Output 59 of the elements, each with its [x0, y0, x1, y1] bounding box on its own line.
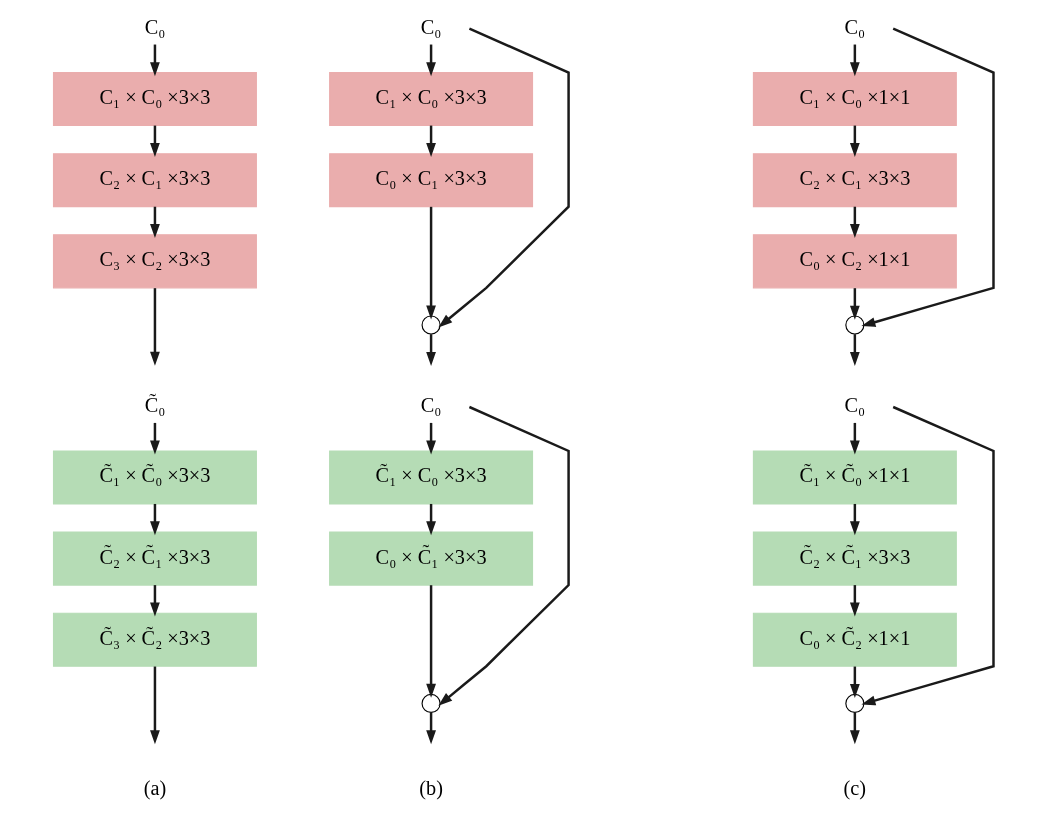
arrow — [849, 422, 860, 455]
label: (b) — [419, 776, 443, 799]
arrow — [849, 44, 860, 77]
node-text: C₀ — [844, 15, 866, 38]
arrow — [426, 125, 436, 157]
arrow — [849, 206, 860, 239]
arrow — [150, 125, 160, 157]
label: (c) — [843, 776, 867, 799]
arrow — [150, 206, 160, 239]
node-circle — [421, 315, 441, 335]
arrow — [426, 422, 436, 455]
arrow — [861, 405, 995, 706]
arrow — [849, 585, 860, 617]
arrow — [426, 334, 436, 366]
arrow — [426, 712, 436, 745]
arrow — [150, 503, 160, 536]
arrow — [849, 334, 860, 366]
node-text: C₀ — [420, 15, 442, 38]
arrow — [849, 503, 860, 536]
node-box: C₂ × C₁ ×3×3 — [52, 153, 257, 208]
arrow — [426, 585, 436, 698]
arrow — [150, 422, 160, 455]
node-box: C₁ × C₀ ×3×3 — [52, 72, 257, 127]
arrow — [426, 206, 436, 320]
node-box: C₀ × C₂ ×1×1 — [752, 234, 957, 289]
node-text: C₀ — [420, 393, 442, 416]
node-box: C̃₃ × C̃₂ ×3×3 — [52, 612, 257, 667]
node-box: C₁ × C₀ ×1×1 — [752, 72, 957, 127]
node-box: C₂ × C₁ ×3×3 — [752, 153, 957, 208]
arrow — [150, 666, 160, 745]
label: (a) — [143, 776, 167, 799]
arrow — [849, 666, 860, 699]
node-box: C₀ × C̃₂ ×1×1 — [752, 612, 957, 667]
arrow — [861, 27, 995, 327]
node-box: C̃₁ × C̃₀ ×1×1 — [752, 450, 957, 505]
node-circle — [845, 315, 865, 335]
arrow — [150, 585, 160, 617]
node-circle — [421, 693, 441, 713]
arrow — [426, 503, 436, 536]
node-box: C₁ × C₀ ×3×3 — [329, 72, 534, 127]
node-text: C̃₀ — [144, 393, 166, 416]
node-circle — [845, 693, 865, 713]
arrow — [150, 288, 160, 366]
arrow — [438, 27, 570, 328]
node-text: C₀ — [844, 393, 866, 416]
node-box: C̃₂ × C̃₁ ×3×3 — [52, 531, 257, 586]
arrow — [849, 125, 860, 157]
node-box: C₀ × C₁ ×3×3 — [329, 153, 534, 208]
arrow — [426, 44, 436, 77]
node-box: C₃ × C₂ ×3×3 — [52, 234, 257, 289]
arrow — [849, 288, 860, 320]
node-box: C̃₂ × C̃₁ ×3×3 — [752, 531, 957, 586]
node-text: C₀ — [144, 15, 166, 38]
arrow — [438, 405, 570, 706]
arrow — [150, 44, 160, 77]
node-box: C̃₁ × C̃₀ ×3×3 — [52, 450, 257, 505]
arrow — [849, 712, 860, 745]
node-box: C₀ × C̃₁ ×3×3 — [329, 531, 534, 586]
node-box: C̃₁ × C₀ ×3×3 — [329, 450, 534, 505]
